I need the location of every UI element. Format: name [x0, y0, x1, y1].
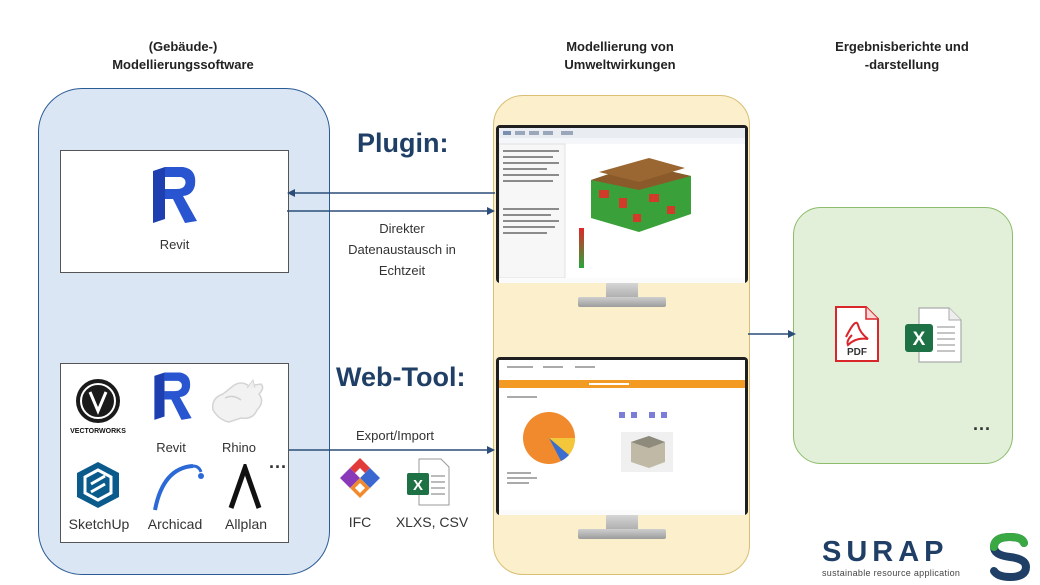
xlsx-csv-label: XLXS, CSV [395, 514, 469, 530]
software-logos-box: VECTORWORKS Revit Rhino ... SketchUp Arc… [60, 363, 289, 543]
vectorworks-logo-icon [76, 379, 120, 423]
pdf-icon-text: PDF [847, 347, 867, 358]
archicad-label: Archicad [147, 516, 203, 532]
plugin-heading: Plugin: [357, 128, 449, 158]
plugin-monitor [496, 125, 748, 335]
webtool-monitor [496, 357, 748, 567]
export-import-label: Export/Import [355, 428, 435, 443]
revit-logo-icon [153, 167, 197, 223]
excel-result-icon: X [905, 307, 962, 363]
vectorworks-label: VECTORWORKS [70, 428, 126, 435]
pdf-file-icon: PDF [835, 306, 879, 362]
more-results-indicator: ... [973, 414, 992, 434]
webtool-screen [499, 360, 745, 510]
svg-text:X: X [413, 477, 423, 494]
revit-plugin-label: Revit [159, 237, 190, 252]
to-results-arrow-icon [748, 330, 796, 338]
archicad-logo-icon [153, 464, 204, 511]
ifc-label: IFC [348, 514, 372, 530]
plugin-screen [499, 128, 745, 278]
bidirectional-arrows-icon [287, 189, 495, 215]
allplan-logo-icon [228, 464, 262, 509]
allplan-label: Allplan [224, 516, 268, 532]
exchange-description: Direkter Datenaustausch in Echtzeit [348, 221, 456, 278]
excel-icon-letter: X [913, 329, 926, 350]
surap-s-logo-icon [989, 533, 1031, 581]
webtool-heading: Web-Tool: [336, 362, 466, 392]
excel-file-icon: X [407, 458, 450, 506]
results-column-title: Ergebnisberichte und -darstellung [835, 39, 969, 72]
brand-tagline: sustainable resource application [822, 568, 961, 578]
revit-logo-icon [154, 372, 192, 420]
ifc-logo-icon [340, 458, 380, 498]
software-column-title: (Gebäude-) Modellierungssoftware [112, 39, 254, 72]
revit-plugin-box[interactable]: Revit [60, 150, 289, 273]
revit-label: Revit [156, 440, 186, 455]
results-panel [793, 207, 1013, 464]
rhino-label: Rhino [222, 440, 256, 455]
brand-name: SURAP [822, 536, 949, 568]
modeling-column-title: Modellierung von Umweltwirkungen [564, 39, 676, 72]
export-arrow-icon [287, 446, 495, 454]
sketchup-logo-icon [77, 462, 119, 508]
sketchup-label: SketchUp [68, 516, 130, 532]
rhino-logo-icon [211, 378, 264, 423]
more-software-indicator: ... [269, 452, 288, 472]
